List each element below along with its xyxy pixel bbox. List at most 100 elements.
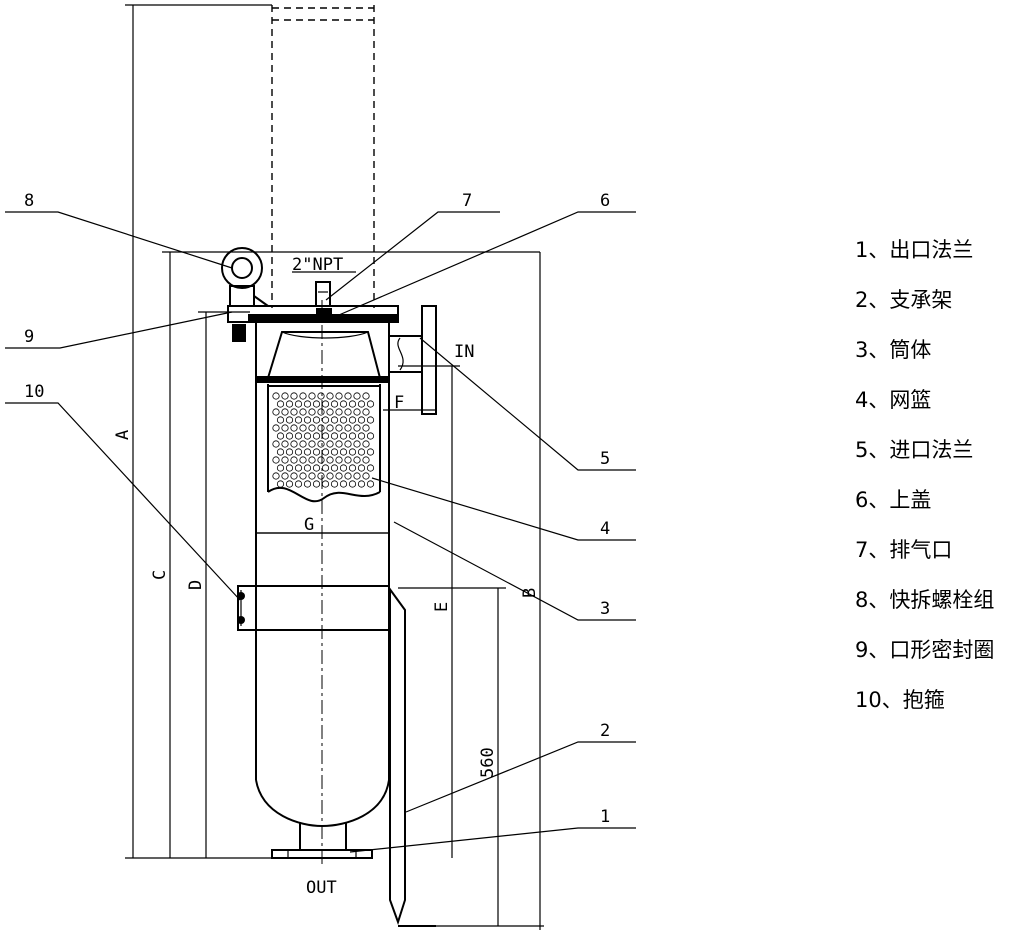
legend-item: 7、排气口: [855, 538, 952, 562]
perforation-hole: [276, 416, 285, 424]
perforation-hole: [272, 456, 280, 464]
perforation-hole: [330, 464, 339, 472]
perforation-hole: [276, 432, 285, 440]
perforation-hole: [366, 448, 375, 456]
perforation-hole: [294, 480, 303, 488]
perforation-hole: [335, 424, 343, 432]
perforation-hole: [344, 392, 352, 400]
perforation-hole: [281, 424, 289, 432]
perforation-hole: [366, 464, 375, 472]
dim-g-label: G: [304, 515, 314, 535]
perforation-hole: [272, 408, 280, 416]
dim-a-label: A: [113, 430, 133, 440]
perforation-hole: [290, 456, 298, 464]
perforation-hole: [308, 440, 316, 448]
perforation-hole: [362, 472, 370, 480]
perforation-hole: [344, 440, 352, 448]
perforation-hole: [317, 408, 325, 416]
perforation-hole: [299, 472, 307, 480]
perforation-hole: [344, 408, 352, 416]
perforation-hole: [357, 448, 366, 456]
perforation-hole: [353, 408, 361, 416]
perforation-hole: [272, 392, 280, 400]
perforation-hole: [276, 400, 285, 408]
perforation-hole: [330, 432, 339, 440]
perforation-hole: [276, 464, 285, 472]
perforation-hole: [299, 456, 307, 464]
legend-item: 4、网篮: [855, 388, 931, 412]
perforation-hole: [290, 392, 298, 400]
perforation-hole: [290, 472, 298, 480]
perforation-hole: [312, 416, 321, 424]
perforation-hole: [312, 464, 321, 472]
perforation-hole: [312, 432, 321, 440]
top-cover: [227, 305, 399, 323]
perforation-hole: [321, 448, 330, 456]
perforation-hole: [362, 456, 370, 464]
dim-f-label: F: [394, 393, 404, 413]
perforation-hole: [285, 480, 294, 488]
perforation-hole: [303, 464, 312, 472]
perforation-hole: [281, 408, 289, 416]
perforation-hole: [335, 408, 343, 416]
vent-port: [315, 281, 331, 307]
perforation-hole: [357, 464, 366, 472]
perforation-hole: [348, 416, 357, 424]
callout-2: 2: [600, 721, 610, 741]
perforation-hole: [366, 400, 375, 408]
perforation-hole: [353, 424, 361, 432]
callout-8: 8: [24, 191, 34, 211]
perforation-hole: [299, 424, 307, 432]
perforation-hole: [285, 464, 294, 472]
perforation-hole: [326, 424, 334, 432]
perforation-hole: [303, 416, 312, 424]
dimension-labels: A C D B E 560 F G 2"NPT IN OUT: [113, 255, 540, 898]
parts-legend: 1、出口法兰 2、支承架 3、筒体 4、网篮 5、进口法兰 6、上盖 7、排气口…: [855, 238, 994, 712]
perforation-hole: [330, 400, 339, 408]
perforation-hole: [303, 400, 312, 408]
perforation-hole: [299, 440, 307, 448]
perforation-hole: [339, 400, 348, 408]
perforation-hole: [308, 472, 316, 480]
perforation-hole: [281, 456, 289, 464]
perforation-hole: [308, 424, 316, 432]
perforation-hole: [335, 456, 343, 464]
legend-item: 9、口形密封圈: [855, 638, 994, 662]
callout-7: 7: [462, 191, 472, 211]
inlet-flange: [389, 305, 437, 415]
callout-10: 10: [24, 382, 44, 402]
perforation-hole: [339, 448, 348, 456]
perforation-hole: [357, 432, 366, 440]
support-leg: [388, 587, 436, 927]
perforation-hole: [326, 472, 334, 480]
dim-c-label: C: [150, 570, 170, 580]
perforation-hole: [326, 392, 334, 400]
perforation-hole: [344, 472, 352, 480]
perforation-hole: [281, 472, 289, 480]
perforation-hole: [348, 432, 357, 440]
perforation-hole: [317, 440, 325, 448]
callout-5: 5: [600, 449, 610, 469]
perforation-hole: [362, 392, 370, 400]
perforation-hole: [317, 456, 325, 464]
perforation-hole: [321, 464, 330, 472]
perforation-hole: [285, 400, 294, 408]
perforation-hole: [303, 448, 312, 456]
callout-9: 9: [24, 327, 34, 347]
perforation-hole: [312, 448, 321, 456]
perforation-hole: [353, 440, 361, 448]
perforation-hole: [294, 416, 303, 424]
perforation-hole: [353, 392, 361, 400]
perforation-hole: [312, 400, 321, 408]
perforation-hole: [348, 464, 357, 472]
perforation-hole: [357, 480, 366, 488]
perforation-hole: [276, 480, 285, 488]
perforation-hole: [348, 448, 357, 456]
perforation-hole: [294, 400, 303, 408]
dim-d-label: D: [186, 580, 206, 590]
vent-size-label: 2"NPT: [292, 255, 343, 275]
legend-item: 8、快拆螺栓组: [855, 588, 994, 612]
perforation-hole: [299, 392, 307, 400]
callout-numbers: 8 9 10 7 6 5 4 3 2 1: [24, 191, 610, 827]
perforation-hole: [294, 464, 303, 472]
